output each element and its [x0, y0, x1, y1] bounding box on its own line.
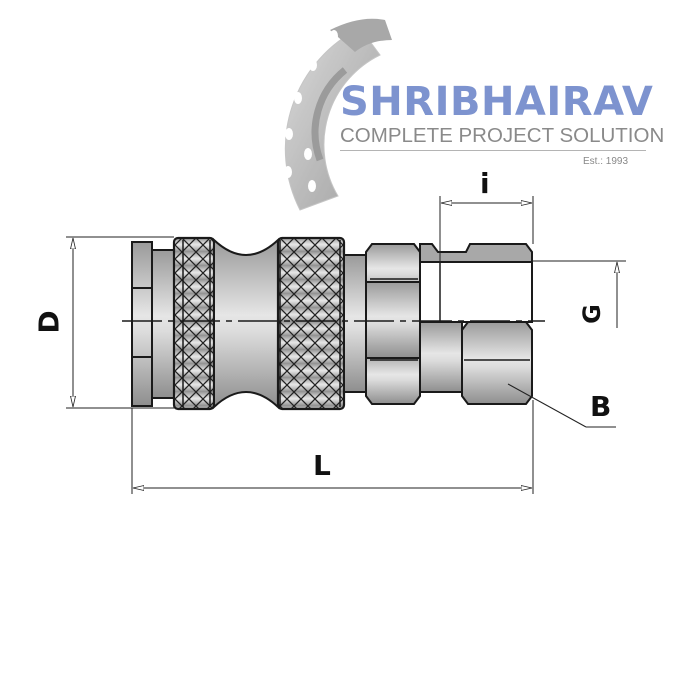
knurled-sleeve-2 [276, 236, 346, 411]
dimension-label-d: D [32, 310, 66, 334]
dimension-label-b: B [590, 390, 612, 423]
knurled-sleeve-1 [172, 236, 216, 411]
tagline-divider [340, 150, 646, 151]
dimension-label-i: i [480, 167, 490, 200]
thread-section [419, 243, 533, 263]
brand-tagline: COMPLETE PROJECT SOLUTION [340, 124, 665, 147]
dimension-label-l: L [313, 449, 331, 482]
hex-nut-2 [461, 321, 533, 405]
flange-logo-icon [281, 18, 392, 211]
brand-name: SHRIBHAIRAV [340, 79, 654, 125]
dimension-label-g: G [577, 304, 606, 324]
rear-collar [131, 241, 153, 407]
established-year: Est.: 1993 [583, 156, 629, 167]
